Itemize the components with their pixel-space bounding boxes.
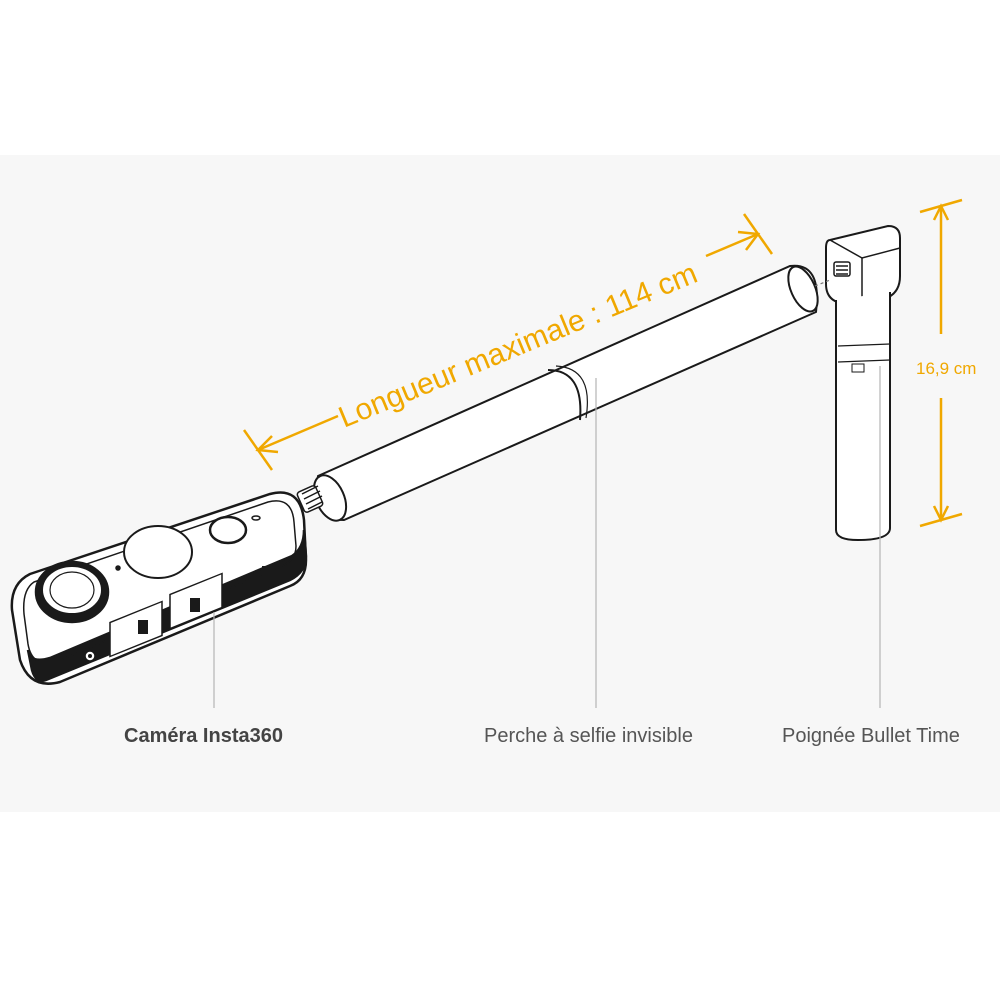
handle-body <box>835 292 891 542</box>
stick-screw <box>296 485 324 513</box>
insta360-camera <box>10 491 308 685</box>
camera-button-3-icon <box>262 566 272 580</box>
stick-segment-joint-inner <box>555 365 588 419</box>
camera-side-panel-1 <box>109 600 163 658</box>
camera-button-2-icon <box>190 598 200 612</box>
stick-right-cap <box>787 265 819 313</box>
bullet-time-handle <box>825 224 901 542</box>
stick-caption: Perche à selfie invisible <box>484 725 693 747</box>
stick-segment-joint <box>547 369 582 421</box>
handle-screw <box>833 261 851 277</box>
leader-lines <box>213 366 881 708</box>
height-dimension <box>919 198 963 528</box>
selfie-stick <box>312 264 819 522</box>
camera-screen <box>123 525 193 579</box>
length-dimension <box>242 213 774 471</box>
height-label: 16,9 cm <box>916 359 976 378</box>
connector-dashes <box>814 279 831 287</box>
height-top-arrowhead <box>932 203 950 221</box>
height-bottom-arrowhead <box>932 505 950 523</box>
length-left-segment <box>257 414 339 452</box>
length-right-arrowhead <box>737 230 761 251</box>
handle-caption: Poignée Bullet Time <box>782 725 960 747</box>
camera-caption: Caméra Insta360 <box>124 725 283 747</box>
camera-side-band <box>26 529 308 683</box>
length-right-segment <box>705 232 759 258</box>
camera-button-1-icon <box>138 620 148 634</box>
camera-shutter-button-icon <box>208 515 248 545</box>
length-left-arrowhead <box>255 435 279 454</box>
